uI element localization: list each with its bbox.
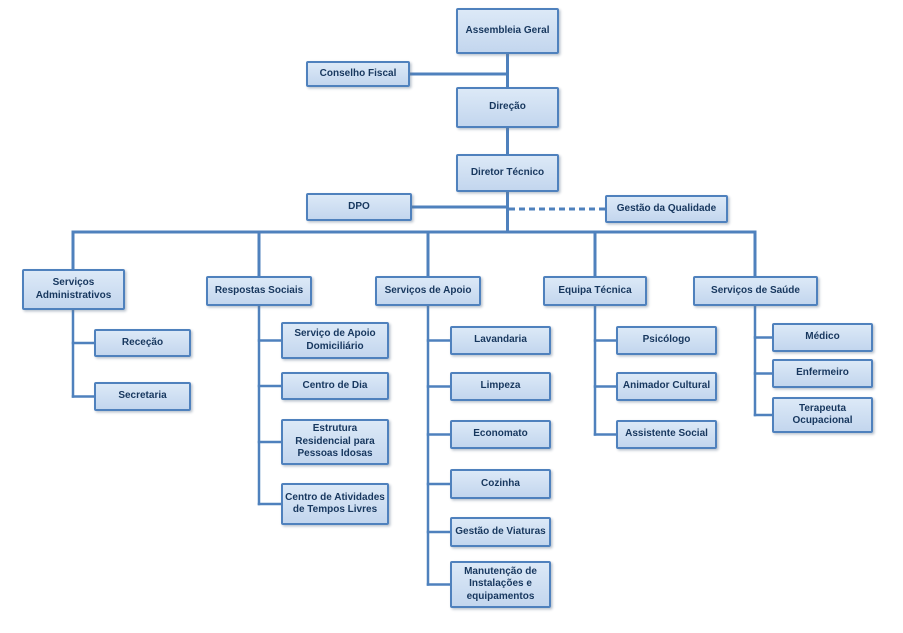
branch-connectors: [71, 304, 774, 586]
org-node-centro-atividades-tempos-livres: Centro de Atividades de Tempos Livres: [281, 483, 389, 525]
org-node-psicologo: Psicólogo: [616, 326, 717, 355]
org-node-animador-cultural: Animador Cultural: [616, 372, 717, 401]
org-node-assembleia-geral: Assembleia Geral: [456, 8, 559, 54]
org-node-equipa-tecnica: Equipa Técnica: [543, 276, 647, 306]
org-node-conselho-fiscal: Conselho Fiscal: [306, 61, 410, 87]
org-node-secretaria: Secretaria: [94, 382, 191, 411]
org-node-cozinha: Cozinha: [450, 469, 551, 499]
org-node-gestao-de-viaturas: Gestão de Viaturas: [450, 517, 551, 547]
org-node-respostas-sociais: Respostas Sociais: [206, 276, 312, 306]
org-node-economato: Economato: [450, 420, 551, 449]
org-node-enfermeiro: Enfermeiro: [772, 359, 873, 388]
org-node-direcao: Direção: [456, 87, 559, 128]
org-node-estrutura-residencial: Estrutura Residencial para Pessoas Idosa…: [281, 419, 389, 465]
org-node-rececao: Receção: [94, 329, 191, 357]
org-node-medico: Médico: [772, 323, 873, 352]
org-node-assistente-social: Assistente Social: [616, 420, 717, 449]
org-node-manutencao-instalacoes: Manutenção de Instalações e equipamentos: [450, 561, 551, 608]
org-node-gestao-da-qualidade: Gestão da Qualidade: [605, 195, 728, 223]
org-node-servico-apoio-domiciliario: Serviço de Apoio Domiciliário: [281, 322, 389, 359]
org-node-lavandaria: Lavandaria: [450, 326, 551, 355]
org-node-diretor-tecnico: Diretor Técnico: [456, 154, 559, 192]
org-node-dpo: DPO: [306, 193, 412, 221]
org-node-servicos-de-saude: Serviços de Saúde: [693, 276, 818, 306]
org-node-centro-de-dia: Centro de Dia: [281, 372, 389, 400]
org-node-servicos-de-apoio: Serviços de Apoio: [375, 276, 481, 306]
org-node-servicos-administrativos: Serviços Administrativos: [22, 269, 125, 310]
org-node-terapeuta-ocupacional: Terapeuta Ocupacional: [772, 397, 873, 433]
org-node-limpeza: Limpeza: [450, 372, 551, 401]
trunk-connectors: [71, 52, 757, 278]
